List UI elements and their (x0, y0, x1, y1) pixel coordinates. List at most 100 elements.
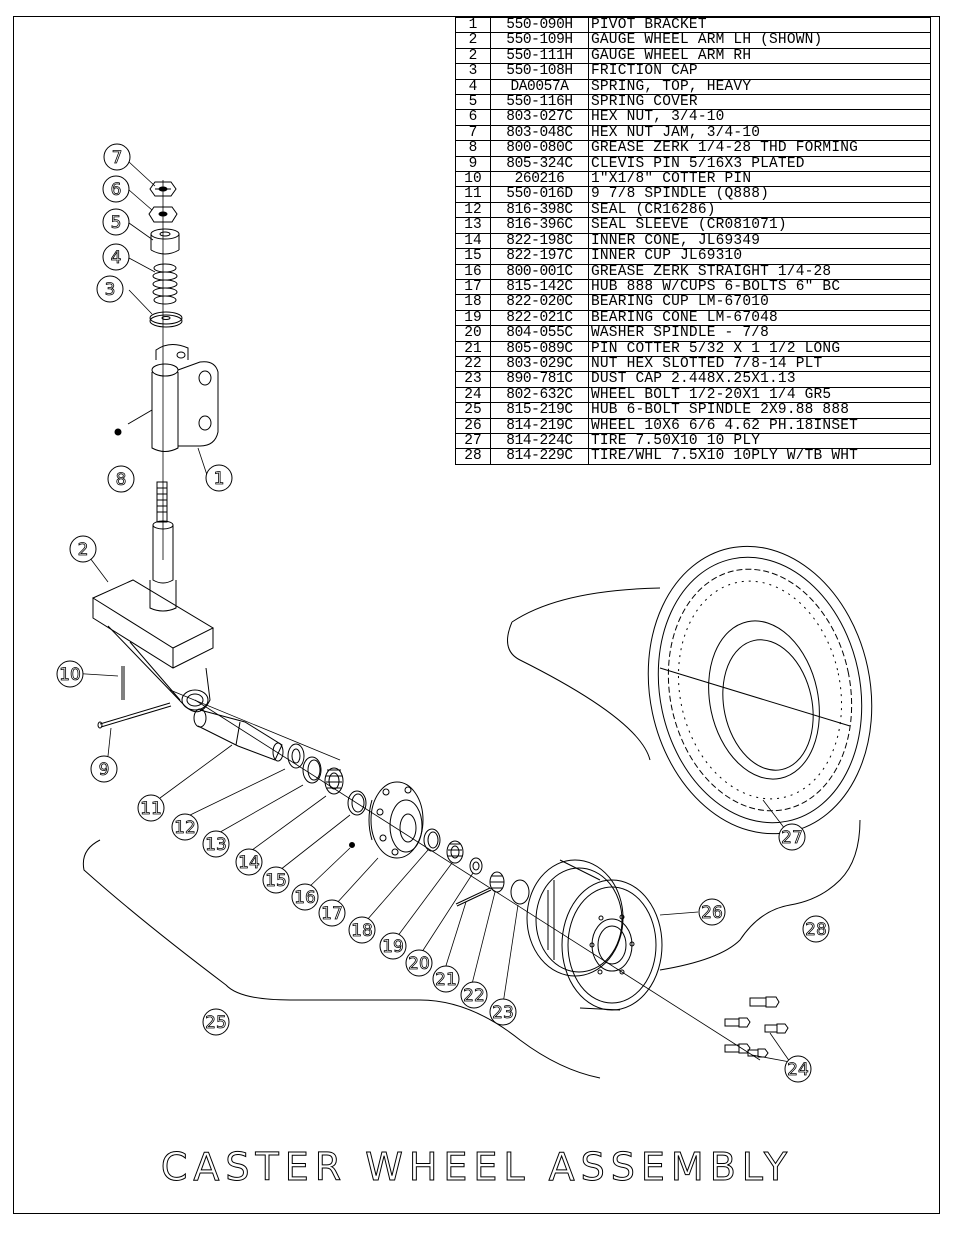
callout-label: 1 (214, 469, 225, 489)
part-description: PIN COTTER 5/32 X 1 1/2 LONG (588, 340, 931, 357)
callout-balloon: 9 (90, 755, 118, 783)
callout-balloon: 17 (318, 899, 346, 927)
item-number: 19 (455, 309, 491, 327)
callout-balloon: 26 (698, 898, 726, 926)
inner-cup-part (347, 790, 367, 816)
callout-balloon: 22 (460, 981, 488, 1009)
part-number: 815-142C (490, 278, 589, 296)
callout-label: 28 (805, 920, 827, 940)
part-number: 816-398C (490, 201, 589, 219)
callout-circle (784, 1055, 812, 1083)
callout-balloon: 1 (205, 464, 233, 492)
callout-circle (137, 794, 165, 822)
callout-label: 19 (382, 937, 404, 957)
part-number: 260216 (490, 171, 589, 188)
callout-circle (56, 660, 84, 688)
slotted-nut-part (489, 871, 505, 893)
callout-balloon: 5 (102, 208, 130, 236)
callout-balloon: 25 (202, 1008, 230, 1036)
inner-cone-part (324, 767, 344, 795)
part-number: 550-109H (490, 32, 589, 49)
item-number: 27 (455, 432, 491, 450)
part-number: 550-108H (490, 63, 589, 80)
grease-zerk-part (114, 428, 122, 436)
callout-circle (318, 899, 346, 927)
pivot-bracket-part (127, 344, 219, 452)
callout-balloon: 15 (262, 866, 290, 894)
callout-label: 25 (205, 1013, 227, 1033)
item-number: 24 (455, 386, 491, 404)
friction-cap-part (149, 311, 183, 328)
seal-part (287, 743, 305, 769)
part-description: HUB 6-BOLT SPINDLE 2X9.88 888 (588, 402, 931, 419)
part-description: WHEEL 10X6 6/6 4.62 PH.18INSET (588, 417, 931, 434)
callout-label: 15 (265, 871, 287, 891)
callout-balloon: 16 (291, 883, 319, 911)
item-number: 15 (455, 248, 491, 265)
callout-circle (262, 866, 290, 894)
callout-label: 27 (781, 828, 803, 848)
center-lines (162, 180, 761, 1061)
callout-circle (205, 464, 233, 492)
callout-circle (96, 275, 124, 303)
wheel-rim-part (526, 859, 663, 1011)
item-number: 12 (455, 201, 491, 219)
part-description: NUT HEX SLOTTED 7/8-14 PLT (588, 355, 931, 373)
cotter-pin-part (121, 666, 125, 700)
leader-lines (69, 161, 791, 1063)
part-number: 814-219C (490, 417, 589, 434)
callout-label: 18 (351, 921, 373, 941)
part-description: DUST CAP 2.448X.25X1.13 (588, 371, 931, 388)
callout-balloon: 14 (235, 848, 263, 876)
spring-cover-part (150, 228, 180, 255)
part-number: 814-224C (490, 432, 589, 450)
callout-circle (102, 243, 130, 271)
callout-balloon: 18 (348, 916, 376, 944)
part-number: 814-229C (490, 448, 589, 465)
part-number: 804-055C (490, 325, 589, 342)
wheel-bolts-part (724, 996, 789, 1058)
hex-nut-part (148, 206, 178, 223)
part-description: SPRING COVER (588, 94, 931, 111)
part-number: 805-089C (490, 340, 589, 357)
callout-circle (202, 830, 230, 858)
part-number: 550-016D (490, 186, 589, 203)
part-number: DA0057A (490, 78, 589, 96)
callout-circle (698, 898, 726, 926)
callout-label: 4 (111, 248, 122, 268)
bearing-cup-part (423, 828, 441, 852)
drawing-title: CASTER WHEEL ASSEMBLY (160, 1145, 794, 1190)
bearing-cone-part (446, 840, 464, 864)
grease-zerk-straight-part (349, 842, 355, 848)
part-description: SPRING, TOP, HEAVY (588, 78, 931, 96)
part-description: WHEEL BOLT 1/2-20X1 1/4 GR5 (588, 386, 931, 404)
part-description: HEX NUT JAM, 3/4-10 (588, 124, 931, 142)
callout-label: 13 (205, 835, 227, 855)
hub-assembly-brace (82, 839, 601, 1079)
part-number: 822-197C (490, 248, 589, 265)
callout-balloon: 6 (102, 175, 130, 203)
part-description: GREASE ZERK STRAIGHT 1/4-28 (588, 263, 931, 280)
part-description: TIRE 7.50X10 10 PLY (588, 432, 931, 450)
callout-label: 2 (78, 540, 89, 560)
part-number: 803-029C (490, 355, 589, 373)
part-description: GAUGE WHEEL ARM LH (SHOWN) (588, 32, 931, 49)
spindle-part (193, 708, 284, 762)
callout-label: 12 (174, 818, 196, 838)
